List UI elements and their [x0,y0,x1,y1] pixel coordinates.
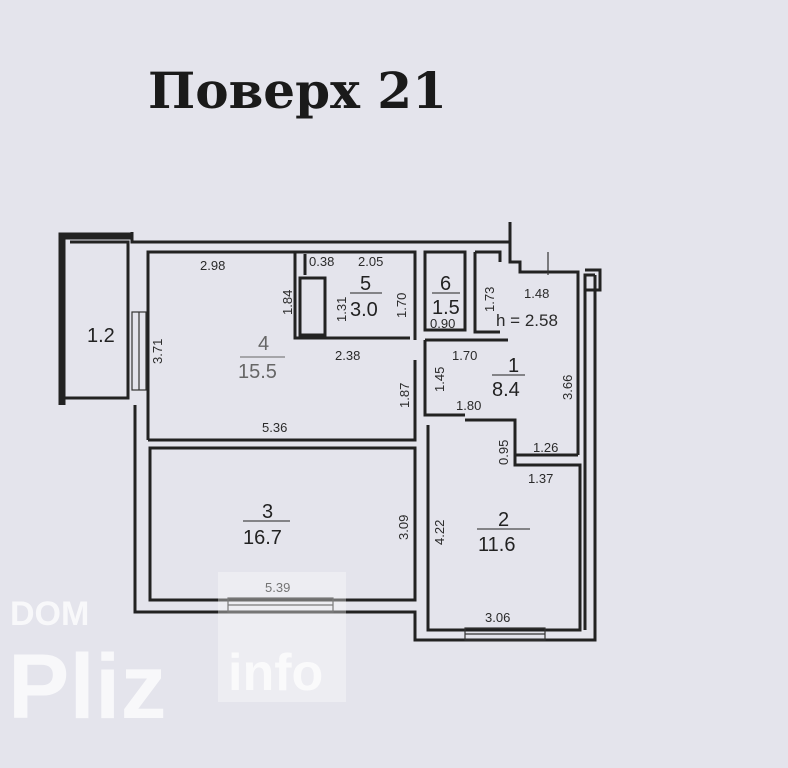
balcony-inner-wall [62,240,130,400]
room1-number: 1 [508,355,519,377]
dim-label: 1.80 [456,398,481,413]
room6-number: 6 [440,273,451,295]
room6-wall [423,250,467,332]
dim-label: 1.84 [280,290,295,315]
balcony-area: 1.2 [87,325,115,347]
walls [58,222,602,642]
dimension-labels: 2.98 0.38 2.05 1.84 1.31 1.70 2.38 3.71 … [150,254,575,625]
room3-area: 16.7 [243,527,282,549]
room2-wall [426,418,582,632]
outer-bottom-wall [133,275,597,642]
watermark-box [218,572,346,702]
windows [131,252,549,641]
right-niche [585,268,602,292]
dim-label: 2.98 [200,258,225,273]
watermark-dom: DOM [10,595,89,633]
dim-label: 0.90 [430,316,455,331]
watermark-suffix: info [228,644,323,702]
room5-number: 5 [360,273,371,295]
dim-label: 4.22 [432,520,447,545]
balcony-outer-wall [58,232,132,405]
top-wall-outer [130,222,512,244]
room1-top-niche [475,250,502,262]
room5-area: 3.0 [350,299,378,321]
dim-label: 1.45 [432,367,447,392]
room1-right-wall [508,222,580,455]
dim-label: 0.95 [496,440,511,465]
dim-label: 1.87 [397,383,412,408]
watermark: DOM Pliz info [8,572,346,738]
room1-top-wall [425,252,508,342]
room4-wall [146,250,417,440]
floor-title: Поверх 21 [148,61,447,120]
room-labels: 1.2 4 15.5 5 3.0 6 1.5 1 8.4 3 16.7 2 11… [87,273,558,556]
dim-label: 1.31 [334,297,349,322]
room4-bottom-wall [148,360,417,442]
dim-label: 1.26 [533,440,558,455]
dim-label: 1.70 [452,348,477,363]
dim-label: 3.06 [485,610,510,625]
room2-area: 11.6 [478,534,515,556]
dim-label: 2.38 [335,348,360,363]
dim-label: 0.38 [309,254,334,269]
room3-number: 3 [262,501,273,523]
dim-label: 1.48 [524,286,549,301]
room3-wall [148,446,417,602]
room5-wall [293,252,410,340]
room1-left-wall [423,340,465,417]
room4-area: 15.5 [238,361,277,383]
room1-area: 8.4 [492,379,520,401]
dim-label: 1.73 [482,287,497,312]
dim-label: 3.71 [150,339,165,364]
dim-label: 1.70 [394,293,409,318]
dim-label: 3.66 [560,375,575,400]
watermark-brand: Pliz [8,636,166,738]
dim-label: 1.37 [528,471,553,486]
room2-number: 2 [498,509,509,531]
room6-area: 1.5 [432,297,460,319]
dim-label: 3.09 [396,515,411,540]
closet-box [298,276,327,337]
dim-label: 5.36 [262,420,287,435]
dim-label: 2.05 [358,254,383,269]
room4-number: 4 [258,333,269,355]
right-outer-wall [583,273,595,630]
ceiling-height: h = 2.58 [496,311,558,330]
dim-label: 5.39 [265,580,290,595]
